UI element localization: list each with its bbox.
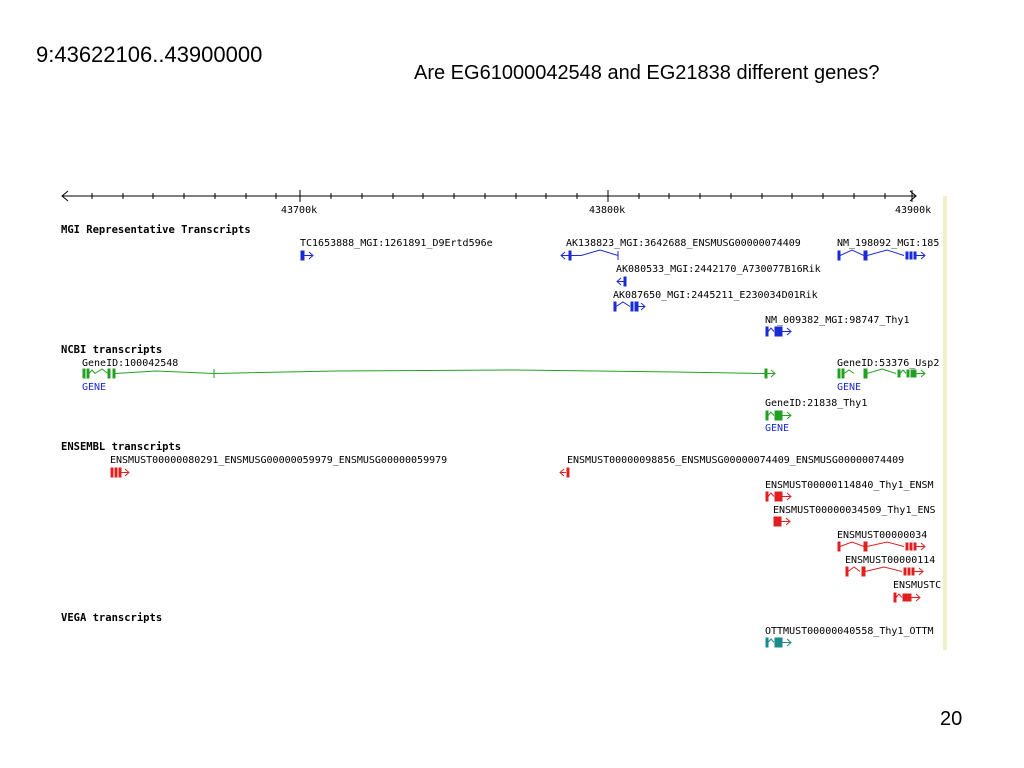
track-title: NCBI transcripts — [61, 344, 162, 356]
mgi-glyph[interactable] — [616, 276, 627, 287]
mgi-glyph[interactable] — [613, 301, 646, 312]
ensembl-glyph[interactable] — [765, 491, 792, 502]
ncbi-glyph[interactable] — [837, 368, 926, 379]
feature-label[interactable]: ENSMUST00000080291_ENSMUSG00000059979_EN… — [110, 455, 447, 466]
feature-label[interactable]: NM_198092_MGI:185 — [837, 238, 939, 249]
ensembl-glyph[interactable] — [773, 516, 791, 527]
feature-label[interactable]: ENSMUST00000114840_Thy1_ENSM — [765, 480, 934, 491]
ensembl-glyph[interactable] — [837, 541, 926, 552]
ensembl-glyph[interactable] — [559, 467, 570, 478]
track-title: MGI Representative Transcripts — [61, 224, 251, 236]
feature-label[interactable]: GeneID:21838_Thy1 — [765, 398, 867, 409]
panel-edge — [943, 196, 947, 650]
feature-label[interactable]: OTTMUST00000040558_Thy1_OTTM — [765, 626, 934, 637]
mgi-glyph[interactable] — [765, 326, 792, 337]
mgi-glyph[interactable] — [300, 250, 314, 261]
vega-track: VEGA transcripts OTTMUST00000040558_Thy1… — [61, 612, 934, 648]
ncbi-glyph[interactable] — [765, 410, 792, 421]
feature-label[interactable]: AK087650_MGI:2445211_E230034D01Rik — [613, 290, 818, 301]
track-title: ENSEMBL transcripts — [61, 441, 181, 453]
ensembl-track: ENSEMBL transcripts ENSMUST00000080291_E… — [61, 441, 941, 603]
feature-label[interactable]: ENSMUST00000034 — [837, 530, 927, 541]
feature-label[interactable]: ENSMUSTC — [893, 580, 941, 591]
gene-label: GENE — [82, 382, 106, 393]
feature-label[interactable]: GeneID:100042548 — [82, 358, 178, 369]
ncbi-track: NCBI transcripts GeneID:100042548 GENE G… — [61, 344, 939, 434]
ensembl-glyph[interactable] — [893, 592, 921, 603]
slide-title: 9:43622106..43900000 — [36, 42, 263, 67]
track-title: VEGA transcripts — [61, 612, 162, 624]
feature-label[interactable]: ENSMUST00000098856_ENSMUSG00000074409_EN… — [567, 455, 904, 466]
genome-browser-panel: 43700k 43800k 43900k MGI Representative … — [36, 185, 946, 650]
ncbi-glyph[interactable] — [82, 368, 776, 379]
ruler-tick-label: 43700k — [281, 205, 317, 216]
feature-label[interactable]: ENSMUST00000114 — [845, 555, 935, 566]
feature-label[interactable]: NM_009382_MGI:98747_Thy1 — [765, 315, 910, 326]
mgi-glyph[interactable] — [837, 249, 926, 261]
feature-label[interactable]: AK080533_MGI:2442170_A730077B16Rik — [616, 264, 821, 275]
feature-label[interactable]: AK138823_MGI:3642688_ENSMUSG00000074409 — [566, 238, 801, 249]
ruler-tick-label: 43800k — [589, 205, 625, 216]
feature-label[interactable]: GeneID:53376_Usp2 — [837, 358, 939, 369]
mgi-track: MGI Representative Transcripts TC1653888… — [61, 224, 939, 337]
ruler-tick-label: 43900k — [895, 205, 931, 216]
vega-glyph[interactable] — [765, 637, 792, 648]
gene-label: GENE — [765, 423, 789, 434]
page-number: 20 — [940, 708, 963, 730]
ensembl-glyph[interactable] — [110, 467, 130, 478]
feature-label[interactable]: ENSMUST00000034509_Thy1_ENS — [773, 505, 936, 516]
feature-label[interactable]: TC1653888_MGI:1261891_D9Ertd596e — [300, 238, 493, 249]
genome-browser-svg: 43700k 43800k 43900k MGI Representative … — [61, 190, 941, 648]
gene-label: GENE — [837, 382, 861, 393]
mgi-glyph[interactable] — [560, 249, 619, 261]
slide-question: Are EG61000042548 and EG21838 different … — [414, 62, 880, 84]
coordinate-ruler: 43700k 43800k 43900k — [61, 190, 931, 216]
ensembl-glyph[interactable] — [845, 566, 924, 577]
